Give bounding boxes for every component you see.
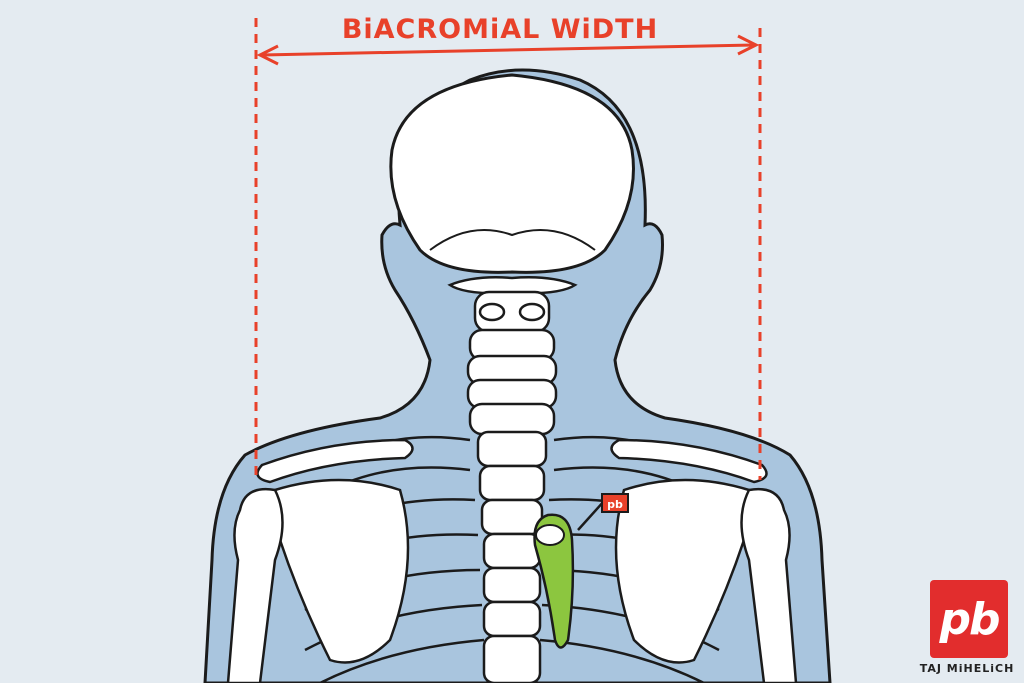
scapulae [273, 478, 751, 664]
clavicles [256, 438, 768, 484]
right-arrowhead [737, 34, 760, 56]
cervical-spine [466, 290, 558, 436]
width-arrow-line [261, 43, 755, 57]
flag [601, 493, 629, 513]
green-creature: pb [533, 493, 629, 649]
skull [389, 73, 635, 274]
skull-base-line [429, 229, 596, 251]
left-arrowhead [256, 44, 279, 66]
measurement-guides [254, 18, 762, 480]
pb-logo: pb [930, 580, 1008, 658]
biacromial-width-label: BiACROMiAL WiDTH [341, 14, 659, 45]
upper-arms [226, 487, 798, 683]
artist-credit: TAJ MiHELiCH [919, 662, 1015, 675]
flag-text: pb [607, 498, 623, 511]
logo-text: pb [939, 593, 1001, 645]
thoracic-spine [476, 430, 548, 683]
